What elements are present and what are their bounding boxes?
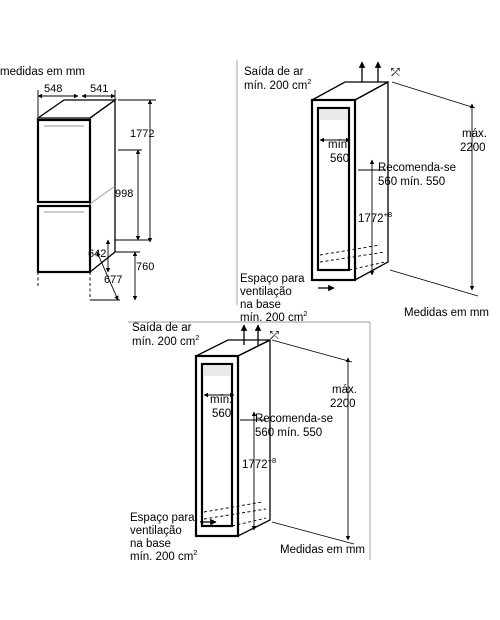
depth-label: 548 bbox=[44, 83, 62, 95]
door-split-label: 642 bbox=[88, 248, 106, 260]
recommend-line2: 560 mín. 550 bbox=[378, 176, 445, 188]
height-upper-label: 998 bbox=[115, 188, 133, 200]
vent-line2-b: ventilação bbox=[130, 525, 182, 537]
vent-line2: ventilação bbox=[240, 286, 292, 298]
min-width-line1: mín. bbox=[328, 139, 350, 151]
niche-height: 1772+8 bbox=[358, 210, 392, 225]
niche-diagram-bottom: Saída de ar mín. 200 cm2 ⤱ mín. 560 Reco… bbox=[128, 321, 371, 563]
max-line2: 2200 bbox=[460, 142, 486, 154]
air-outlet-line1: Saída de ar bbox=[244, 66, 304, 78]
vent-line4: mín. 200 cm2 bbox=[240, 309, 307, 324]
min-width-line1-b: mín. bbox=[210, 394, 232, 406]
lower-a-label: 677 bbox=[104, 274, 122, 286]
air-outlet-line1-b: Saída de ar bbox=[132, 322, 192, 334]
air-outlet-line2: mín. 200 cm2 bbox=[244, 77, 311, 92]
air-outlet-line2-b: mín. 200 cm2 bbox=[132, 333, 199, 348]
max-line1-b: máx. bbox=[332, 384, 357, 396]
max-line2-b: 2200 bbox=[330, 398, 356, 410]
unit-label-bottom: Medidas em mm bbox=[280, 544, 365, 556]
unit-label-right: Medidas em mm bbox=[404, 307, 489, 319]
niche-height-b: 1772+8 bbox=[242, 456, 276, 471]
lower-b-label: 760 bbox=[136, 261, 154, 273]
max-line1: máx. bbox=[462, 128, 487, 140]
unit-label-appliance: medidas em mm bbox=[0, 66, 85, 78]
appliance-diagram: medidas em mm 548 541 1772 998 bbox=[0, 66, 156, 301]
min-width-line2: 560 bbox=[330, 153, 349, 165]
width-label: 541 bbox=[90, 83, 108, 95]
recommend-line1-b: Recomenda-se bbox=[255, 413, 333, 425]
vent-line1-b: Espaço para bbox=[130, 512, 195, 524]
vent-line1: Espaço para bbox=[240, 273, 305, 285]
niche-diagram-right: Saída de ar mín. 200 cm2 ⤱ mín. 560 Reco… bbox=[236, 60, 489, 324]
min-width-line2-b: 560 bbox=[212, 408, 231, 420]
vent-line3: na base bbox=[240, 299, 281, 311]
svg-text:⤱: ⤱ bbox=[390, 67, 400, 79]
vent-line3-b: na base bbox=[130, 538, 171, 550]
recommend-line1: Recomenda-se bbox=[378, 162, 456, 174]
vent-line4-b: mín. 200 cm2 bbox=[130, 548, 197, 563]
height-total-label: 1772 bbox=[130, 128, 154, 140]
recommend-line2-b: 560 mín. 550 bbox=[255, 427, 322, 439]
svg-text:⤱: ⤱ bbox=[269, 330, 279, 342]
